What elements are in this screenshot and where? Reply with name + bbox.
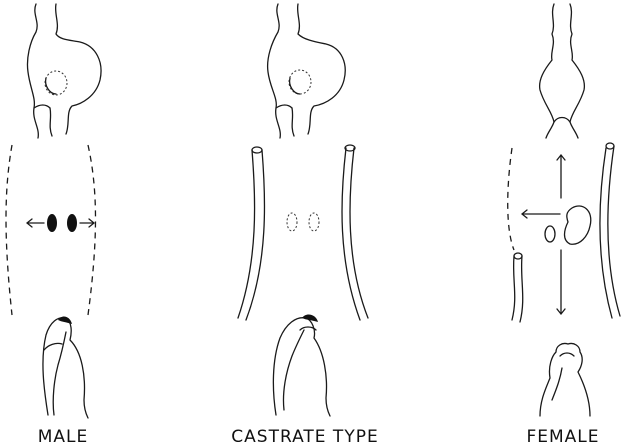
- male-spot-right: [67, 214, 77, 232]
- female-middle-region: [508, 143, 620, 322]
- castrate-panel: CASTRATE TYPE: [231, 4, 378, 447]
- female-large-spot: [565, 206, 591, 244]
- female-arrow-left: [522, 210, 560, 218]
- male-spot-left: [47, 214, 57, 232]
- female-lower-organ: [540, 343, 590, 416]
- female-arrow-up: [557, 155, 565, 198]
- male-upper-gland: [45, 71, 67, 95]
- female-upper-organ: [540, 4, 585, 138]
- male-arrow-left: [27, 219, 44, 227]
- male-upper-organ: [27, 4, 101, 138]
- female-small-spot: [545, 226, 555, 242]
- castrate-lower-organ: [273, 315, 330, 416]
- castrate-spot-left: [287, 213, 297, 231]
- male-arrow-right: [80, 219, 94, 227]
- castrate-middle-region: [238, 145, 368, 320]
- female-label: FEMALE: [526, 427, 599, 447]
- female-arrow-down: [557, 250, 565, 314]
- male-middle-region: [6, 145, 96, 315]
- castrate-upper-organ: [268, 4, 346, 138]
- castrate-label: CASTRATE TYPE: [231, 427, 378, 447]
- female-panel: FEMALE: [508, 4, 620, 447]
- male-lower-organ: [43, 317, 88, 418]
- male-panel: MALE: [6, 4, 101, 447]
- male-label: MALE: [38, 427, 89, 447]
- castrate-spot-right: [309, 213, 319, 231]
